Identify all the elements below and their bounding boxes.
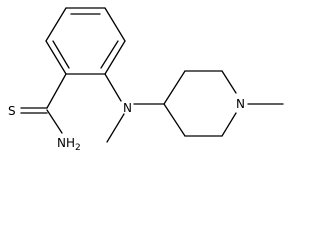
bond [163,70,186,105]
aromatic-inner-bond [52,40,70,69]
aromatic-inner-bond [100,40,119,69]
chemical-structure-diagram: S NH2 N N [8,7,284,153]
bond [45,7,67,42]
bond [104,73,122,102]
piperidine-nitrogen-label: N [236,97,245,111]
benzene-ring [45,7,126,75]
sulfur-atom-label: S [8,104,16,118]
aniline-amine-group: N [104,73,165,143]
aniline-nitrogen-label: N [123,101,132,115]
bond [46,73,67,109]
amine-atom-label: NH2 [57,136,81,153]
bond [221,70,237,94]
piperidine-ring: N [163,70,284,137]
bond [104,7,126,42]
bond [163,103,186,137]
methyl-bond [106,113,125,143]
bond [45,40,67,75]
bond [104,40,126,75]
thioamide-group: S NH2 [8,73,81,153]
bond [221,112,237,137]
bond [46,109,63,134]
